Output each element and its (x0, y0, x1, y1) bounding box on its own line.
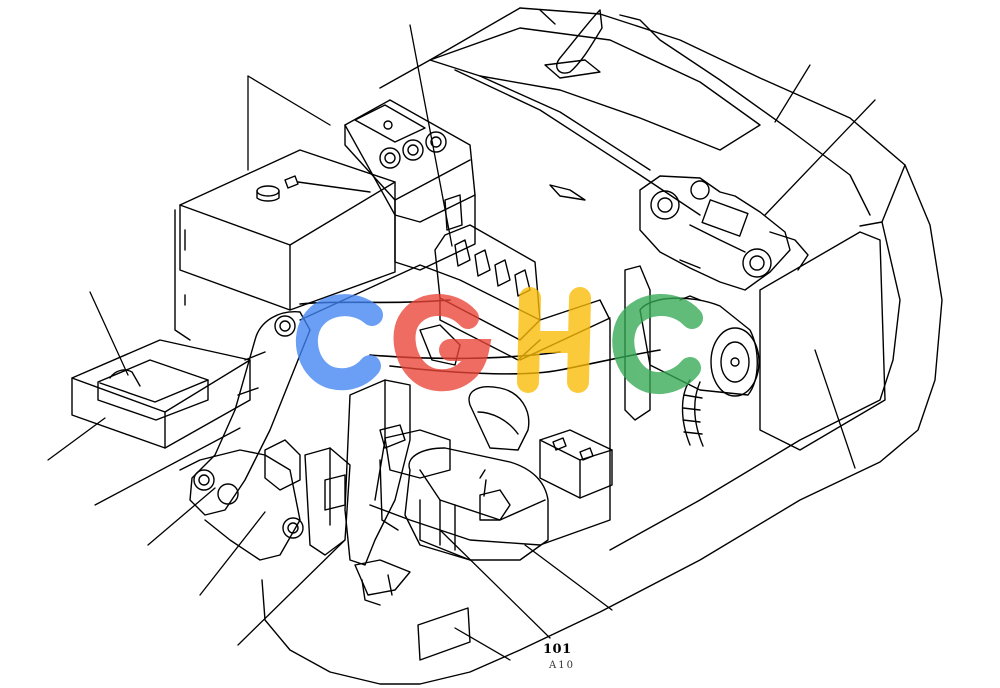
page-number: 101 (543, 642, 572, 657)
watermark-letter-c (295, 294, 383, 391)
front-cover-plate (417, 607, 471, 661)
air-cleaner (624, 265, 760, 447)
page-code: A10 (549, 660, 575, 671)
engine-hood (429, 9, 761, 216)
hydraulic-tank (174, 149, 396, 341)
left-step (71, 339, 251, 449)
filter-housing (344, 99, 476, 271)
leader-lines (47, 24, 876, 661)
battery (539, 429, 613, 499)
watermark-letter-g (393, 294, 492, 392)
watermark-letter-c2 (612, 294, 703, 394)
right-side-panel (759, 231, 886, 451)
watermark-logo (295, 287, 703, 394)
left-control-lever (264, 429, 451, 531)
upper-structure-outline (261, 7, 943, 685)
engine-assembly (639, 175, 809, 291)
watermark-letter-h (517, 287, 591, 393)
operator-seat (404, 386, 549, 561)
